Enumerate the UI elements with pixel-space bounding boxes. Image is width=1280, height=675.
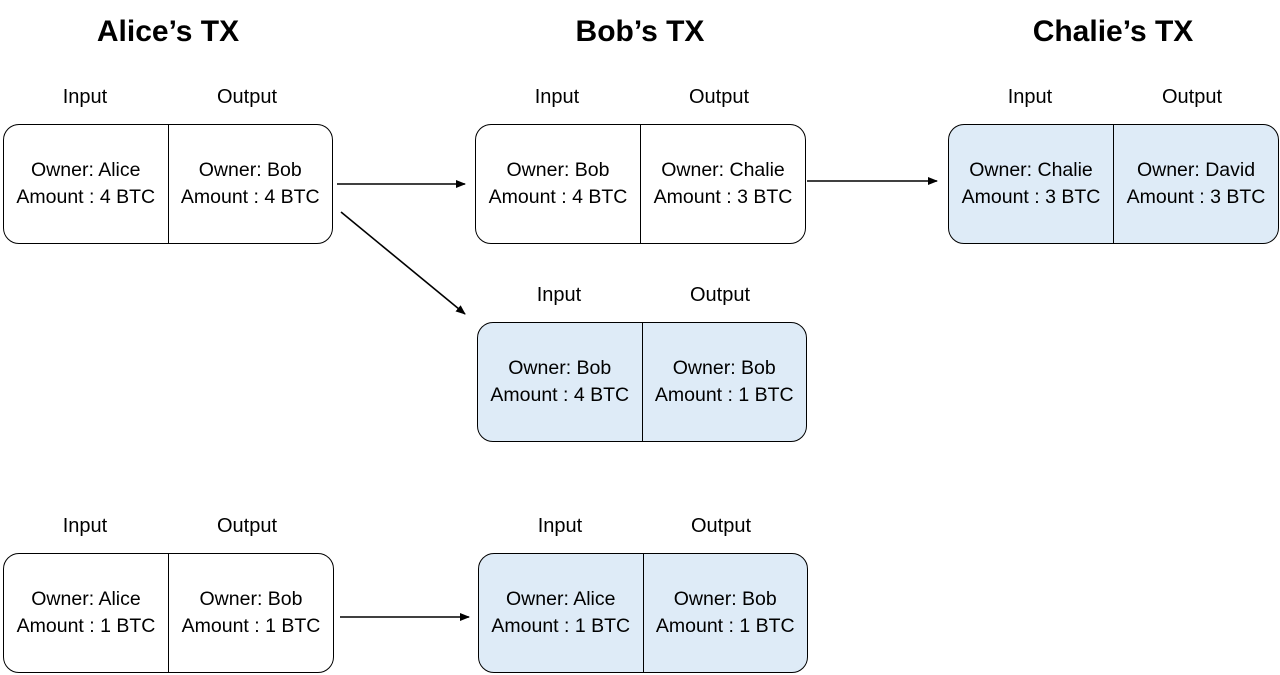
- bob-tx-3-input-label: Input: [537, 515, 583, 537]
- alice-tx-1-input-cell: Owner: Alice Amount : 4 BTC: [4, 125, 168, 243]
- owner-text: Owner: Chalie: [969, 159, 1093, 181]
- chalie-tx-1-input-cell: Owner: Chalie Amount : 3 BTC: [949, 125, 1113, 243]
- amount-text: Amount : 1 BTC: [491, 615, 631, 637]
- chalie-tx-1-output-label: Output: [1161, 86, 1223, 108]
- alice-tx-2-input-cell: Owner: Alice Amount : 1 BTC: [4, 554, 168, 672]
- owner-text: Owner: Bob: [506, 159, 610, 181]
- bob-tx-2-input-cell: Owner: Bob Amount : 4 BTC: [478, 323, 642, 441]
- amount-text: Amount : 4 BTC: [16, 186, 156, 208]
- amount-text: Amount : 3 BTC: [961, 186, 1101, 208]
- bob-tx-3-output-cell: Owner: Bob Amount : 1 BTC: [642, 554, 808, 672]
- owner-text: Owner: Chalie: [661, 159, 785, 181]
- alice-tx-2-output-label: Output: [216, 515, 278, 537]
- amount-text: Amount : 3 BTC: [1126, 186, 1266, 208]
- bob-tx-3-box: Owner: Alice Amount : 1 BTC Owner: Bob A…: [478, 553, 808, 673]
- chalie-tx-title: Chalie’s TX: [1032, 15, 1194, 48]
- bob-tx-title: Bob’s TX: [575, 15, 705, 48]
- owner-text: Owner: Bob: [199, 588, 303, 610]
- owner-text: Owner: Bob: [198, 159, 302, 181]
- alice-tx-1-output-label: Output: [216, 86, 278, 108]
- amount-text: Amount : 1 BTC: [655, 615, 795, 637]
- bob-tx-2-output-label: Output: [689, 284, 751, 306]
- owner-text: Owner: Bob: [673, 588, 777, 610]
- owner-text: Owner: Alice: [31, 588, 141, 610]
- owner-text: Owner: Bob: [672, 357, 776, 379]
- owner-text: Owner: Bob: [508, 357, 612, 379]
- bob-tx-1-output-label: Output: [688, 86, 750, 108]
- amount-text: Amount : 4 BTC: [490, 384, 630, 406]
- chalie-tx-1-input-label: Input: [1007, 86, 1053, 108]
- alice-tx-2-box: Owner: Alice Amount : 1 BTC Owner: Bob A…: [3, 553, 334, 673]
- bob-tx-3-input-cell: Owner: Alice Amount : 1 BTC: [479, 554, 643, 672]
- alice-tx-2-output-cell: Owner: Bob Amount : 1 BTC: [168, 554, 333, 672]
- chalie-tx-1-output-cell: Owner: David Amount : 3 BTC: [1113, 125, 1278, 243]
- alice-tx-1-input-label: Input: [62, 86, 108, 108]
- amount-text: Amount : 4 BTC: [180, 186, 320, 208]
- bob-tx-1-input-label: Input: [534, 86, 580, 108]
- alice-tx-title: Alice’s TX: [96, 15, 240, 48]
- alice-tx-2-input-label: Input: [62, 515, 108, 537]
- owner-text: Owner: Alice: [31, 159, 141, 181]
- owner-text: Owner: Alice: [506, 588, 616, 610]
- bob-tx-2-box: Owner: Bob Amount : 4 BTC Owner: Bob Amo…: [477, 322, 807, 442]
- alice-tx-1-box: Owner: Alice Amount : 4 BTC Owner: Bob A…: [3, 124, 333, 244]
- alice-tx-1-output-cell: Owner: Bob Amount : 4 BTC: [167, 125, 333, 243]
- amount-text: Amount : 1 BTC: [654, 384, 794, 406]
- owner-text: Owner: David: [1136, 159, 1256, 181]
- bob-tx-1-box: Owner: Bob Amount : 4 BTC Owner: Chalie …: [475, 124, 806, 244]
- amount-text: Amount : 4 BTC: [488, 186, 628, 208]
- chalie-tx-1-box: Owner: Chalie Amount : 3 BTC Owner: Davi…: [948, 124, 1279, 244]
- bob-tx-1-output-cell: Owner: Chalie Amount : 3 BTC: [640, 125, 805, 243]
- amount-text: Amount : 1 BTC: [181, 615, 321, 637]
- bob-tx-3-output-label: Output: [690, 515, 752, 537]
- bob-tx-2-input-label: Input: [536, 284, 582, 306]
- amount-text: Amount : 3 BTC: [653, 186, 793, 208]
- amount-text: Amount : 1 BTC: [16, 615, 156, 637]
- bob-tx-2-output-cell: Owner: Bob Amount : 1 BTC: [641, 323, 807, 441]
- arrow-alice-to-bob-tx-2: [340, 211, 466, 315]
- bob-tx-1-input-cell: Owner: Bob Amount : 4 BTC: [476, 125, 640, 243]
